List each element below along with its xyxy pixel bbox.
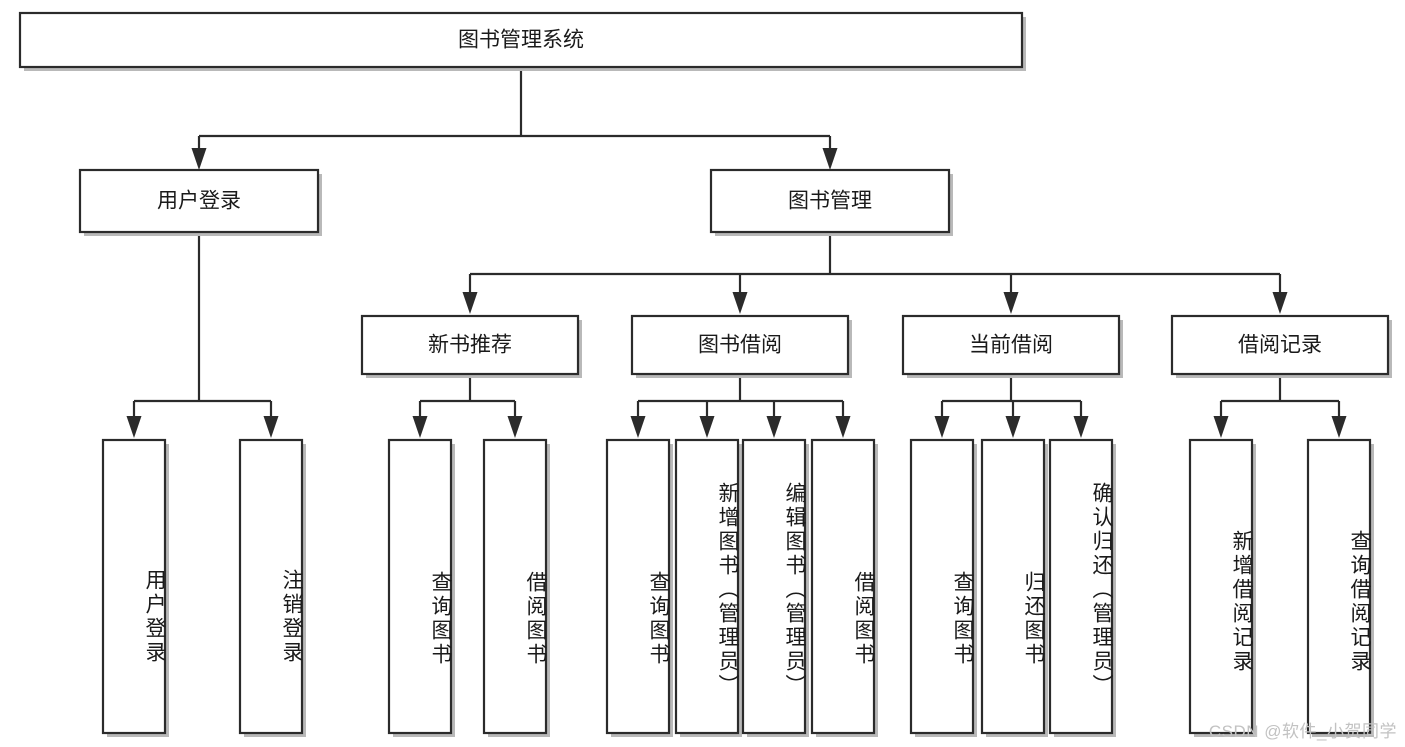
node-book-management[interactable]: 图书管理 xyxy=(709,168,953,236)
node-leaf-user-logout[interactable] xyxy=(238,438,306,737)
node-leaf-query-book-2[interactable] xyxy=(605,438,673,737)
node-leaf-return-book[interactable] xyxy=(980,438,1048,737)
csdn-watermark: CSDN @软件_小贺同学 xyxy=(1208,722,1397,741)
node-leaf-query-book-3[interactable] xyxy=(909,438,977,737)
node-book-management-label: 图书管理 xyxy=(788,190,872,213)
node-root-label: 图书管理系统 xyxy=(458,29,584,52)
node-user-login[interactable]: 用户登录 xyxy=(78,168,322,236)
node-new-book-recommend-label: 新书推荐 xyxy=(428,334,512,357)
node-leaf-edit-book[interactable] xyxy=(741,438,809,737)
node-leaf-confirm-return[interactable] xyxy=(1048,438,1116,737)
node-leaf-borrow-book-2[interactable] xyxy=(810,438,878,737)
connector-group-borrow xyxy=(630,374,851,438)
node-leaf-borrow-book-1[interactable] xyxy=(482,438,550,737)
connector-group-login xyxy=(126,232,279,438)
node-borrow-records[interactable]: 借阅记录 xyxy=(1170,314,1392,378)
node-current-borrow-label: 当前借阅 xyxy=(969,334,1053,357)
node-book-borrow-label: 图书借阅 xyxy=(698,334,782,357)
node-leaf-query-book-1[interactable] xyxy=(387,438,455,737)
node-book-borrow[interactable]: 图书借阅 xyxy=(630,314,852,378)
node-leaf-add-record[interactable] xyxy=(1188,438,1256,737)
node-leaf-query-record[interactable] xyxy=(1306,438,1374,737)
connector-group-records xyxy=(1213,374,1347,438)
leaf-node-rects xyxy=(101,438,1374,737)
connector-group-newbook xyxy=(412,374,523,438)
node-borrow-records-label: 借阅记录 xyxy=(1238,334,1322,357)
node-user-login-label: 用户登录 xyxy=(157,190,241,213)
connector-group-current xyxy=(934,374,1089,438)
connector-group-root xyxy=(191,67,838,170)
node-new-book-recommend[interactable]: 新书推荐 xyxy=(360,314,582,378)
node-leaf-add-book[interactable] xyxy=(674,438,742,737)
node-root[interactable]: 图书管理系统 xyxy=(18,11,1026,71)
connector-group-bookmgmt xyxy=(462,232,1288,314)
node-leaf-user-login[interactable] xyxy=(101,438,169,737)
node-current-borrow[interactable]: 当前借阅 xyxy=(901,314,1123,378)
